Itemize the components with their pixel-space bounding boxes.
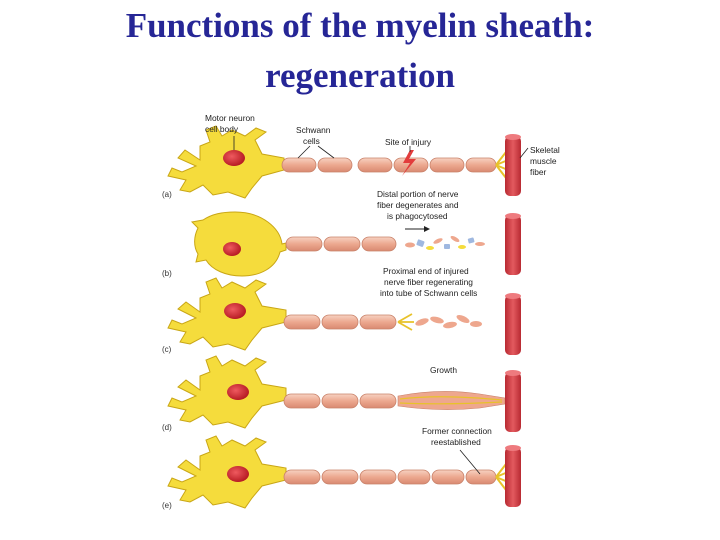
slide-title-line-2: regeneration: [265, 56, 455, 95]
growing-axon: [397, 391, 506, 410]
label-distal-1: Distal portion of nerve: [377, 189, 459, 199]
schwann-tube: [415, 314, 482, 329]
panel-label-c: (c): [162, 345, 172, 354]
label-skeletal-3: fiber: [530, 167, 547, 177]
axon-terminal: [495, 463, 509, 491]
panel-e: [167, 435, 521, 509]
label-proximal-3: into tube of Schwann cells: [380, 288, 477, 298]
label-former-1: Former connection: [422, 426, 492, 436]
panel-a: [167, 125, 521, 199]
neuron-nucleus: [227, 384, 249, 400]
neuron-nucleus: [223, 150, 245, 166]
muscle-fiber: [505, 372, 521, 432]
panel-label-e: (e): [162, 501, 172, 510]
label-motor-neuron-2: cell body: [205, 124, 239, 134]
label-schwann-1: Schwann: [296, 125, 331, 135]
schwann-cells: [281, 157, 497, 173]
label-distal-3: is phagocytosed: [387, 211, 448, 221]
label-skeletal-2: muscle: [530, 156, 557, 166]
schwann-cells: [283, 393, 397, 409]
panel-label-d: (d): [162, 423, 172, 432]
muscle-fiber: [505, 447, 521, 507]
regenerating-sprouts: [397, 313, 414, 331]
label-schwann-2: cells: [303, 136, 320, 146]
label-injury: Site of injury: [385, 137, 432, 147]
muscle-fiber: [505, 295, 521, 355]
panel-label-a: (a): [162, 190, 172, 199]
label-skeletal-1: Skeletal: [530, 145, 560, 155]
muscle-fiber: [505, 215, 521, 275]
panel-label-b: (b): [162, 269, 172, 278]
label-former-2: reestablished: [431, 437, 481, 447]
arrow-icon: [405, 226, 430, 232]
panel-b: [190, 211, 521, 277]
label-proximal-2: nerve fiber regenerating: [384, 277, 473, 287]
degenerating-fragments: [405, 235, 485, 250]
label-growth: Growth: [430, 365, 457, 375]
axon-terminal: [495, 151, 509, 179]
schwann-cells: [285, 236, 397, 252]
neuron-cell-body: [167, 435, 287, 509]
muscle-fiber: [505, 136, 521, 196]
injury-lightning-icon: [402, 150, 416, 176]
neuron-cell-body-swollen: [190, 211, 287, 277]
slide-title-line-1: Functions of the myelin sheath:: [125, 6, 595, 45]
neuron-nucleus: [224, 303, 246, 319]
schwann-cells: [283, 314, 397, 330]
leader-lines: [233, 136, 529, 475]
neuron-nucleus: [227, 466, 249, 482]
label-distal-2: fiber degenerates and: [377, 200, 459, 210]
panel-d: [167, 355, 521, 432]
label-motor-neuron-1: Motor neuron: [205, 113, 255, 123]
neuron-nucleus: [223, 242, 241, 256]
schwann-cells: [283, 469, 497, 485]
label-proximal-1: Proximal end of injured: [383, 266, 469, 276]
panel-c: [167, 277, 521, 355]
